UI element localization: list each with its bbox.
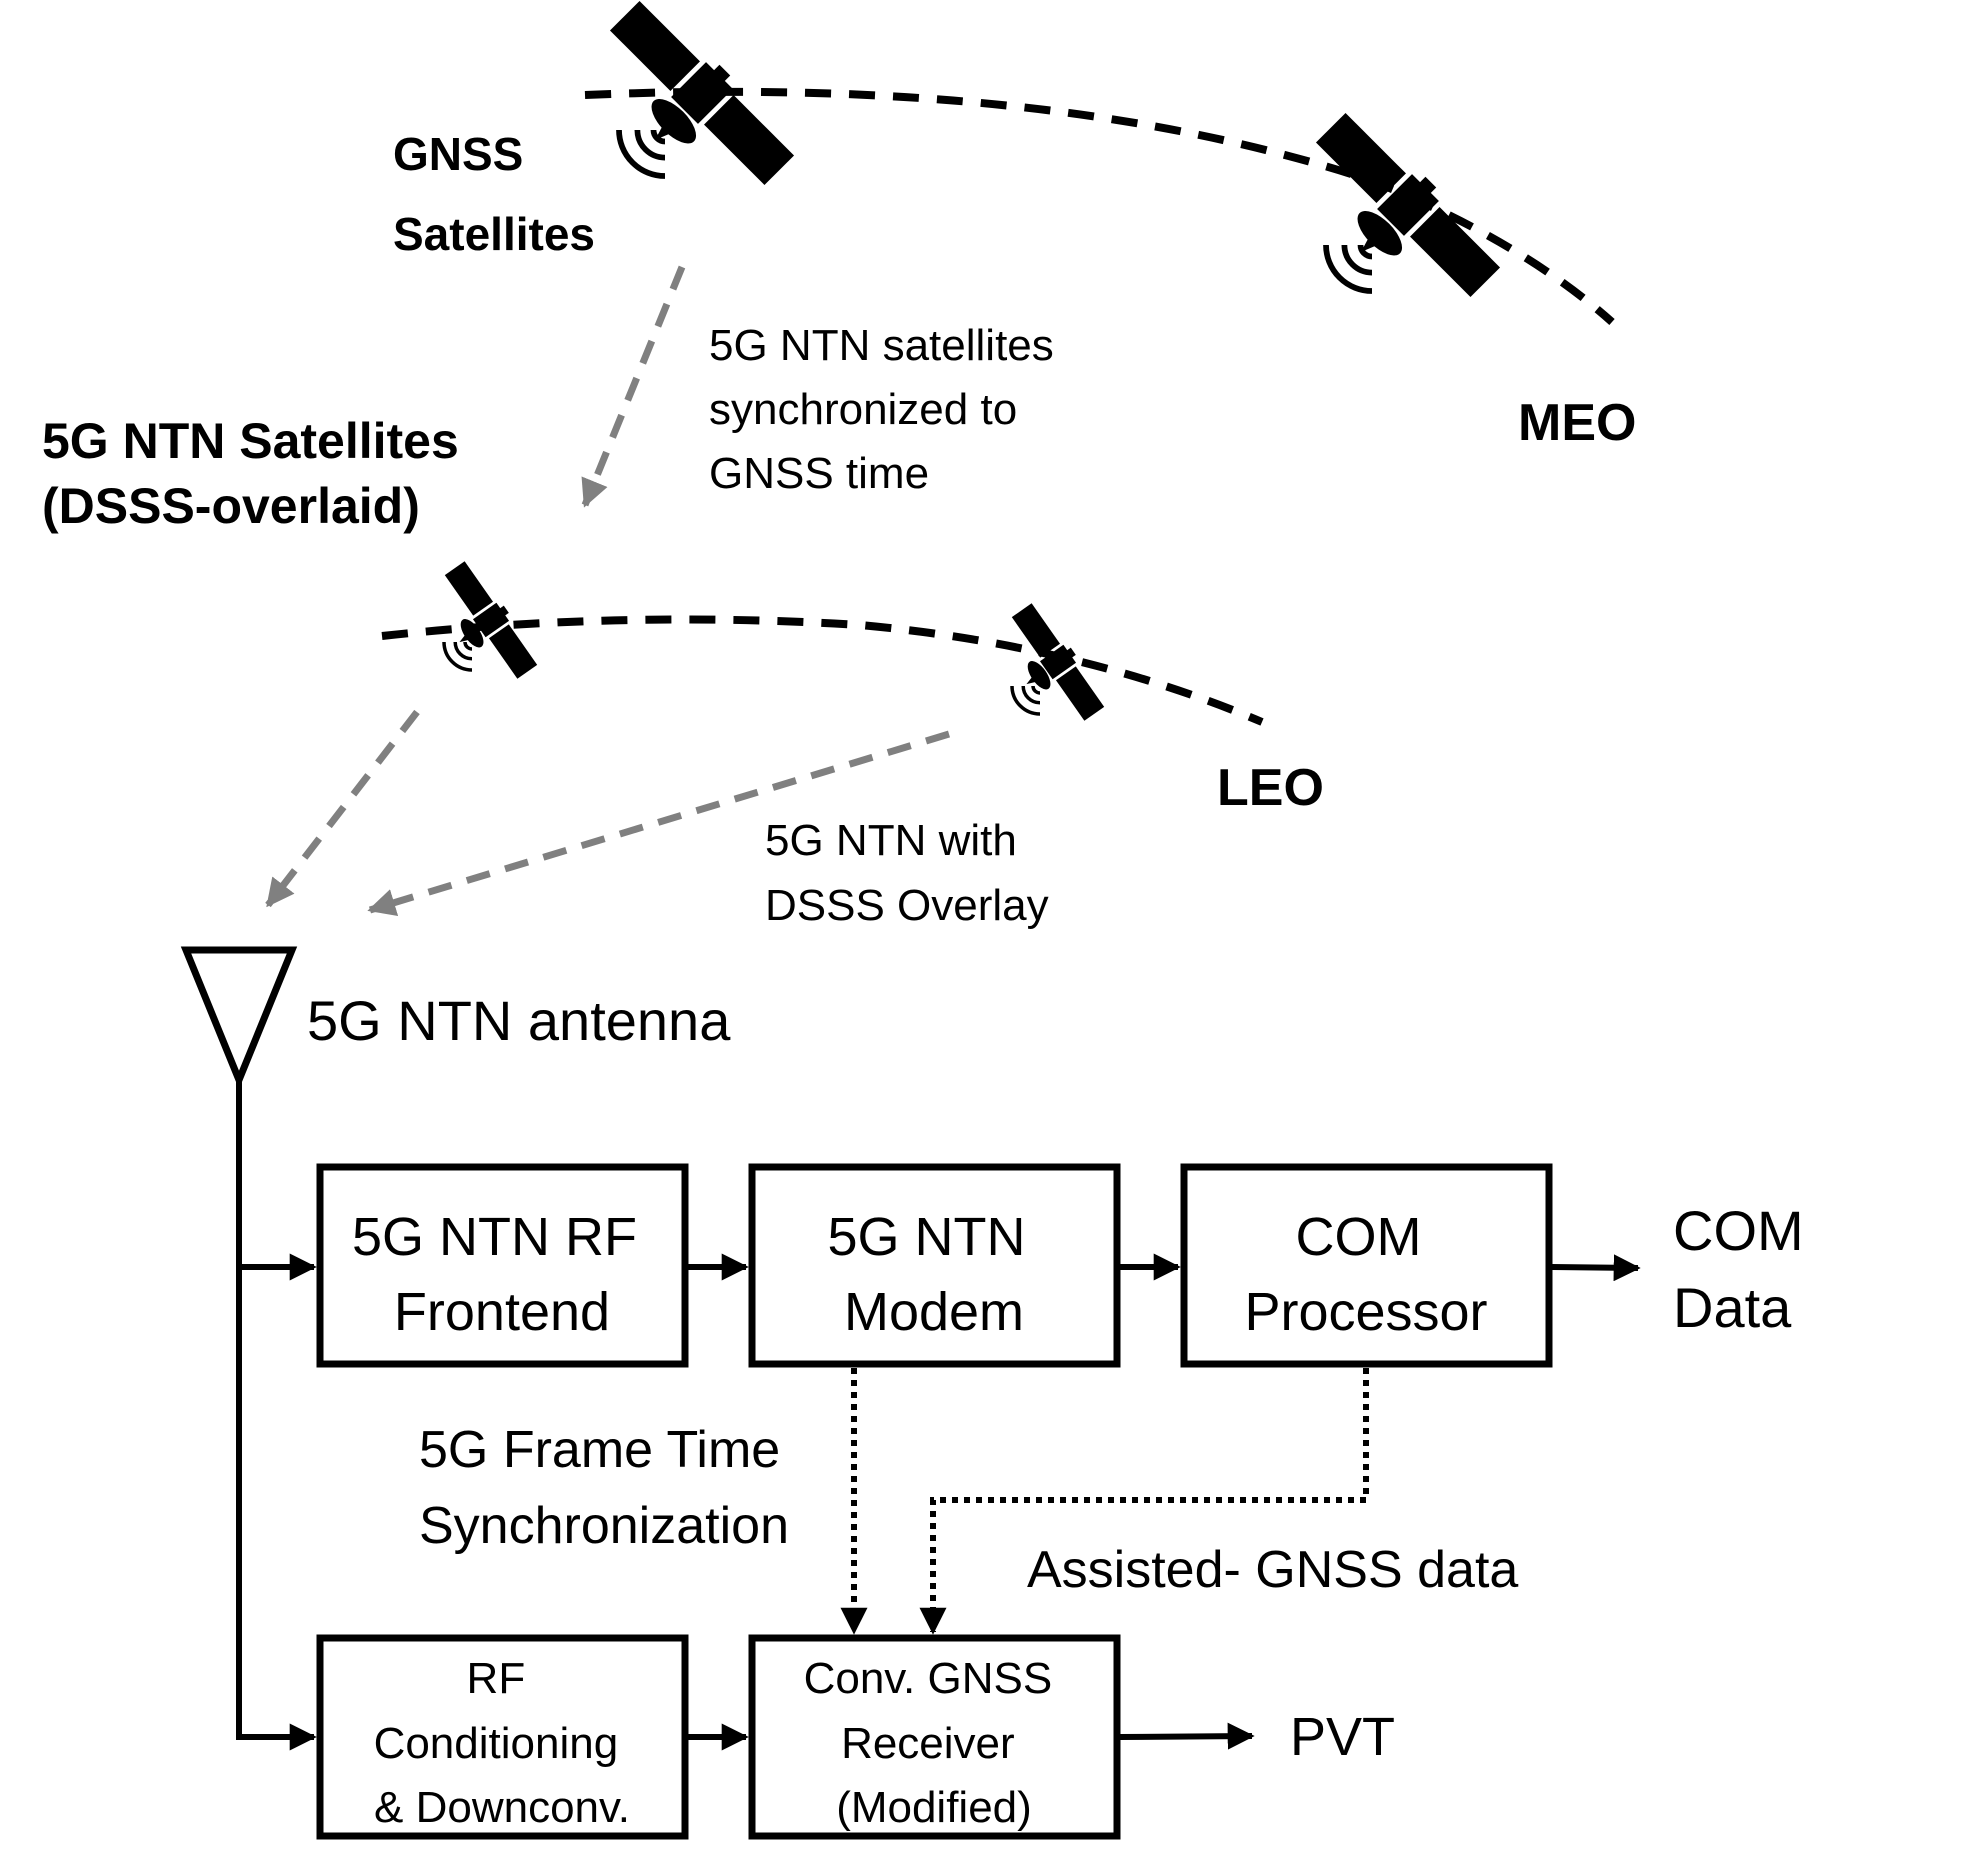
satellite-icon <box>1283 104 1509 330</box>
downlink-arrow-2 <box>367 730 951 917</box>
svg-text:Conv. GNSS Receiver: Conv. GNSS Receiver (Modified) <box>804 1654 1065 1832</box>
svg-text:5G NTN RF Frontend: 5G NTN RF Frontend <box>352 1207 652 1342</box>
antenna-label: 5G NTN antenna <box>307 989 731 1052</box>
com-data-label: COM Data <box>1673 1199 1819 1339</box>
ntn-satellites-label: 5G NTN Satellites (DSSS-overlaid) <box>42 413 473 534</box>
signal-waves-icon <box>1010 684 1042 716</box>
satellite-icon <box>577 0 803 218</box>
signal-waves-icon <box>619 130 665 176</box>
sync-arrow <box>581 265 686 508</box>
signal-waves-icon <box>442 640 474 672</box>
gnss-receiver-block: Conv. GNSS Receiver (Modified) <box>748 1634 1121 1840</box>
overlay-note: 5G NTN with DSSS Overlay <box>765 816 1049 930</box>
leo-label: LEO <box>1217 759 1324 817</box>
meo-orbit <box>584 87 1615 325</box>
sync-note: 5G NTN satellites synchronized to GNSS t… <box>709 321 1066 498</box>
pvt-label: PVT <box>1290 1707 1395 1767</box>
gnss-satellites-label: GNSS Satellites <box>393 128 595 260</box>
meo-label: MEO <box>1518 394 1636 452</box>
svg-text:RF Conditioning &: RF Conditioning & Downconv. <box>374 1654 631 1832</box>
assisted-gnss-label: Assisted- GNSS data <box>1027 1541 1518 1599</box>
rf-conditioning-block: RF Conditioning & Downconv. <box>316 1634 689 1840</box>
com-processor-block: COM Processor <box>1180 1163 1553 1368</box>
antenna-icon <box>180 946 298 1090</box>
downlink-arrow-1 <box>265 709 420 908</box>
svg-text:COM Processor: COM Processor <box>1244 1207 1487 1342</box>
svg-text:5G NTN Modem: 5G NTN Modem <box>827 1207 1040 1342</box>
rf-frontend-block: 5G NTN RF Frontend <box>316 1163 689 1368</box>
modem-block: 5G NTN Modem <box>748 1163 1121 1368</box>
frame-sync-label: 5G Frame Time Synchronization <box>419 1421 795 1555</box>
leo-orbit <box>381 615 1264 726</box>
pvt-arrow <box>1119 1722 1255 1750</box>
com-data-arrow <box>1551 1254 1641 1282</box>
signal-waves-icon <box>1326 245 1372 291</box>
assisted-gnss-line <box>919 1368 1369 1635</box>
